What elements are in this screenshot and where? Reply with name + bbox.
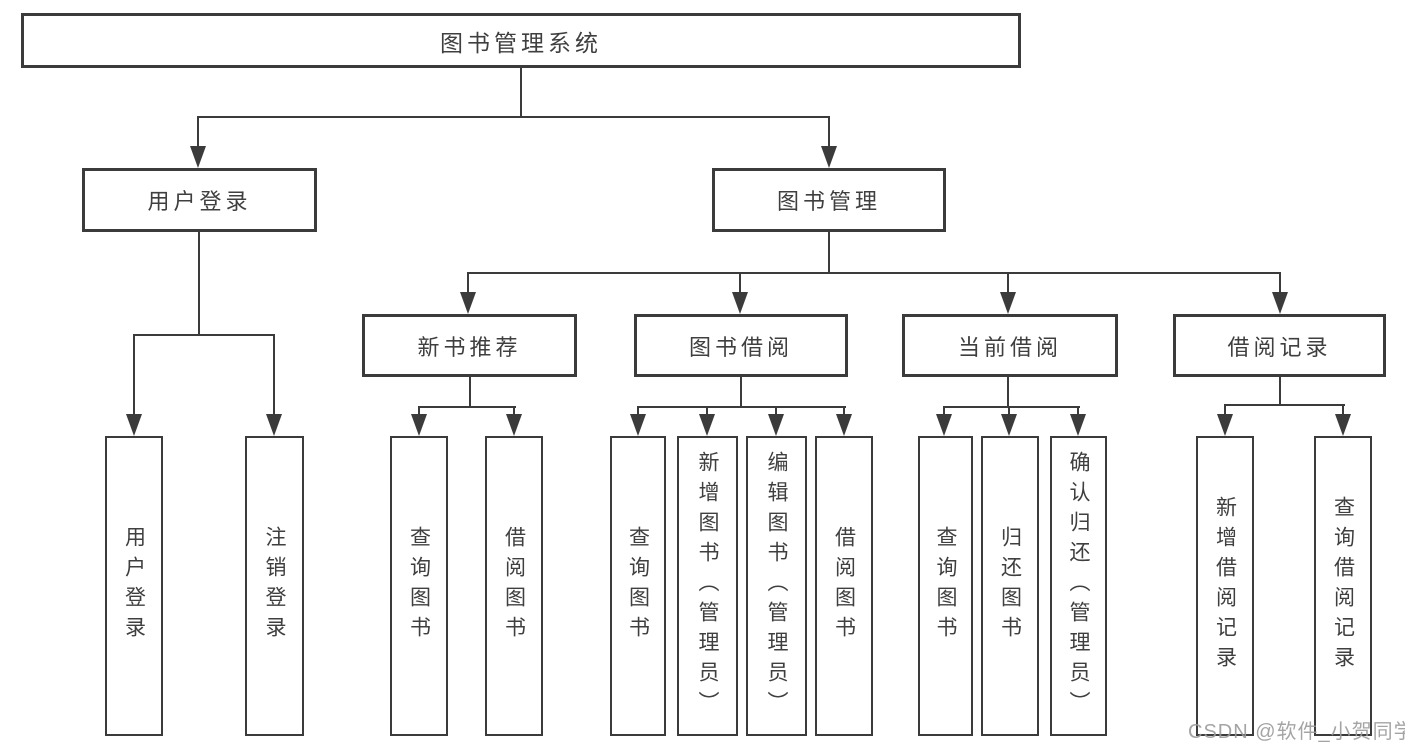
leaf-query-books-borrowing: 查询图书 <box>610 436 666 736</box>
arrow-down-icon <box>190 116 206 168</box>
node-borrowing-records: 借阅记录 <box>1173 314 1386 377</box>
arrow-down-icon <box>1001 406 1017 436</box>
connector-line <box>520 68 522 118</box>
connector-line <box>740 377 742 408</box>
leaf-add-books-admin: 新增图书（管理员） <box>677 436 738 736</box>
arrow-down-icon <box>836 406 852 436</box>
connector-line <box>943 406 1080 408</box>
connector-line <box>198 232 200 336</box>
leaf-confirm-return-admin: 确认归还（管理员） <box>1050 436 1107 736</box>
arrow-down-icon <box>732 272 748 314</box>
arrow-down-icon <box>768 406 784 436</box>
node-book-management: 图书管理 <box>712 168 946 232</box>
arrow-down-icon <box>1217 404 1233 436</box>
arrow-down-icon <box>460 272 476 314</box>
arrow-down-icon <box>126 334 142 436</box>
node-book-borrowing: 图书借阅 <box>634 314 848 377</box>
arrow-down-icon <box>821 116 837 168</box>
node-current-borrowing: 当前借阅 <box>902 314 1118 377</box>
leaf-borrow-books-recommend: 借阅图书 <box>485 436 543 736</box>
connector-line <box>828 232 830 274</box>
connector-line <box>467 272 1281 274</box>
arrow-down-icon <box>699 406 715 436</box>
arrow-down-icon <box>1070 406 1086 436</box>
leaf-query-borrow-record: 查询借阅记录 <box>1314 436 1372 736</box>
connector-line <box>133 334 275 336</box>
connector-line <box>197 116 830 118</box>
leaf-edit-books-admin: 编辑图书（管理员） <box>746 436 807 736</box>
connector-line <box>1279 377 1281 406</box>
connector-line <box>1224 404 1345 406</box>
csdn-watermark: CSDN @软件_小贺同学 <box>1188 721 1405 743</box>
arrow-down-icon <box>1272 272 1288 314</box>
connector-line <box>1007 377 1009 408</box>
leaf-user-login: 用户登录 <box>105 436 163 736</box>
arrow-down-icon <box>1000 272 1016 314</box>
arrow-down-icon <box>630 406 646 436</box>
arrow-down-icon <box>506 406 522 436</box>
leaf-logout: 注销登录 <box>245 436 304 736</box>
node-library-management-system: 图书管理系统 <box>21 13 1021 68</box>
node-new-book-recommendation: 新书推荐 <box>362 314 577 377</box>
leaf-query-books-current: 查询图书 <box>918 436 973 736</box>
node-user-login: 用户登录 <box>82 168 317 232</box>
connector-line <box>418 406 516 408</box>
connector-line <box>469 377 471 408</box>
arrow-down-icon <box>1335 404 1351 436</box>
leaf-return-books: 归还图书 <box>981 436 1039 736</box>
connector-line <box>637 406 846 408</box>
leaf-borrow-books-borrowing: 借阅图书 <box>815 436 873 736</box>
leaf-query-books-recommend: 查询图书 <box>390 436 448 736</box>
arrow-down-icon <box>266 334 282 436</box>
arrow-down-icon <box>411 406 427 436</box>
leaf-add-borrow-record: 新增借阅记录 <box>1196 436 1254 736</box>
arrow-down-icon <box>936 406 952 436</box>
